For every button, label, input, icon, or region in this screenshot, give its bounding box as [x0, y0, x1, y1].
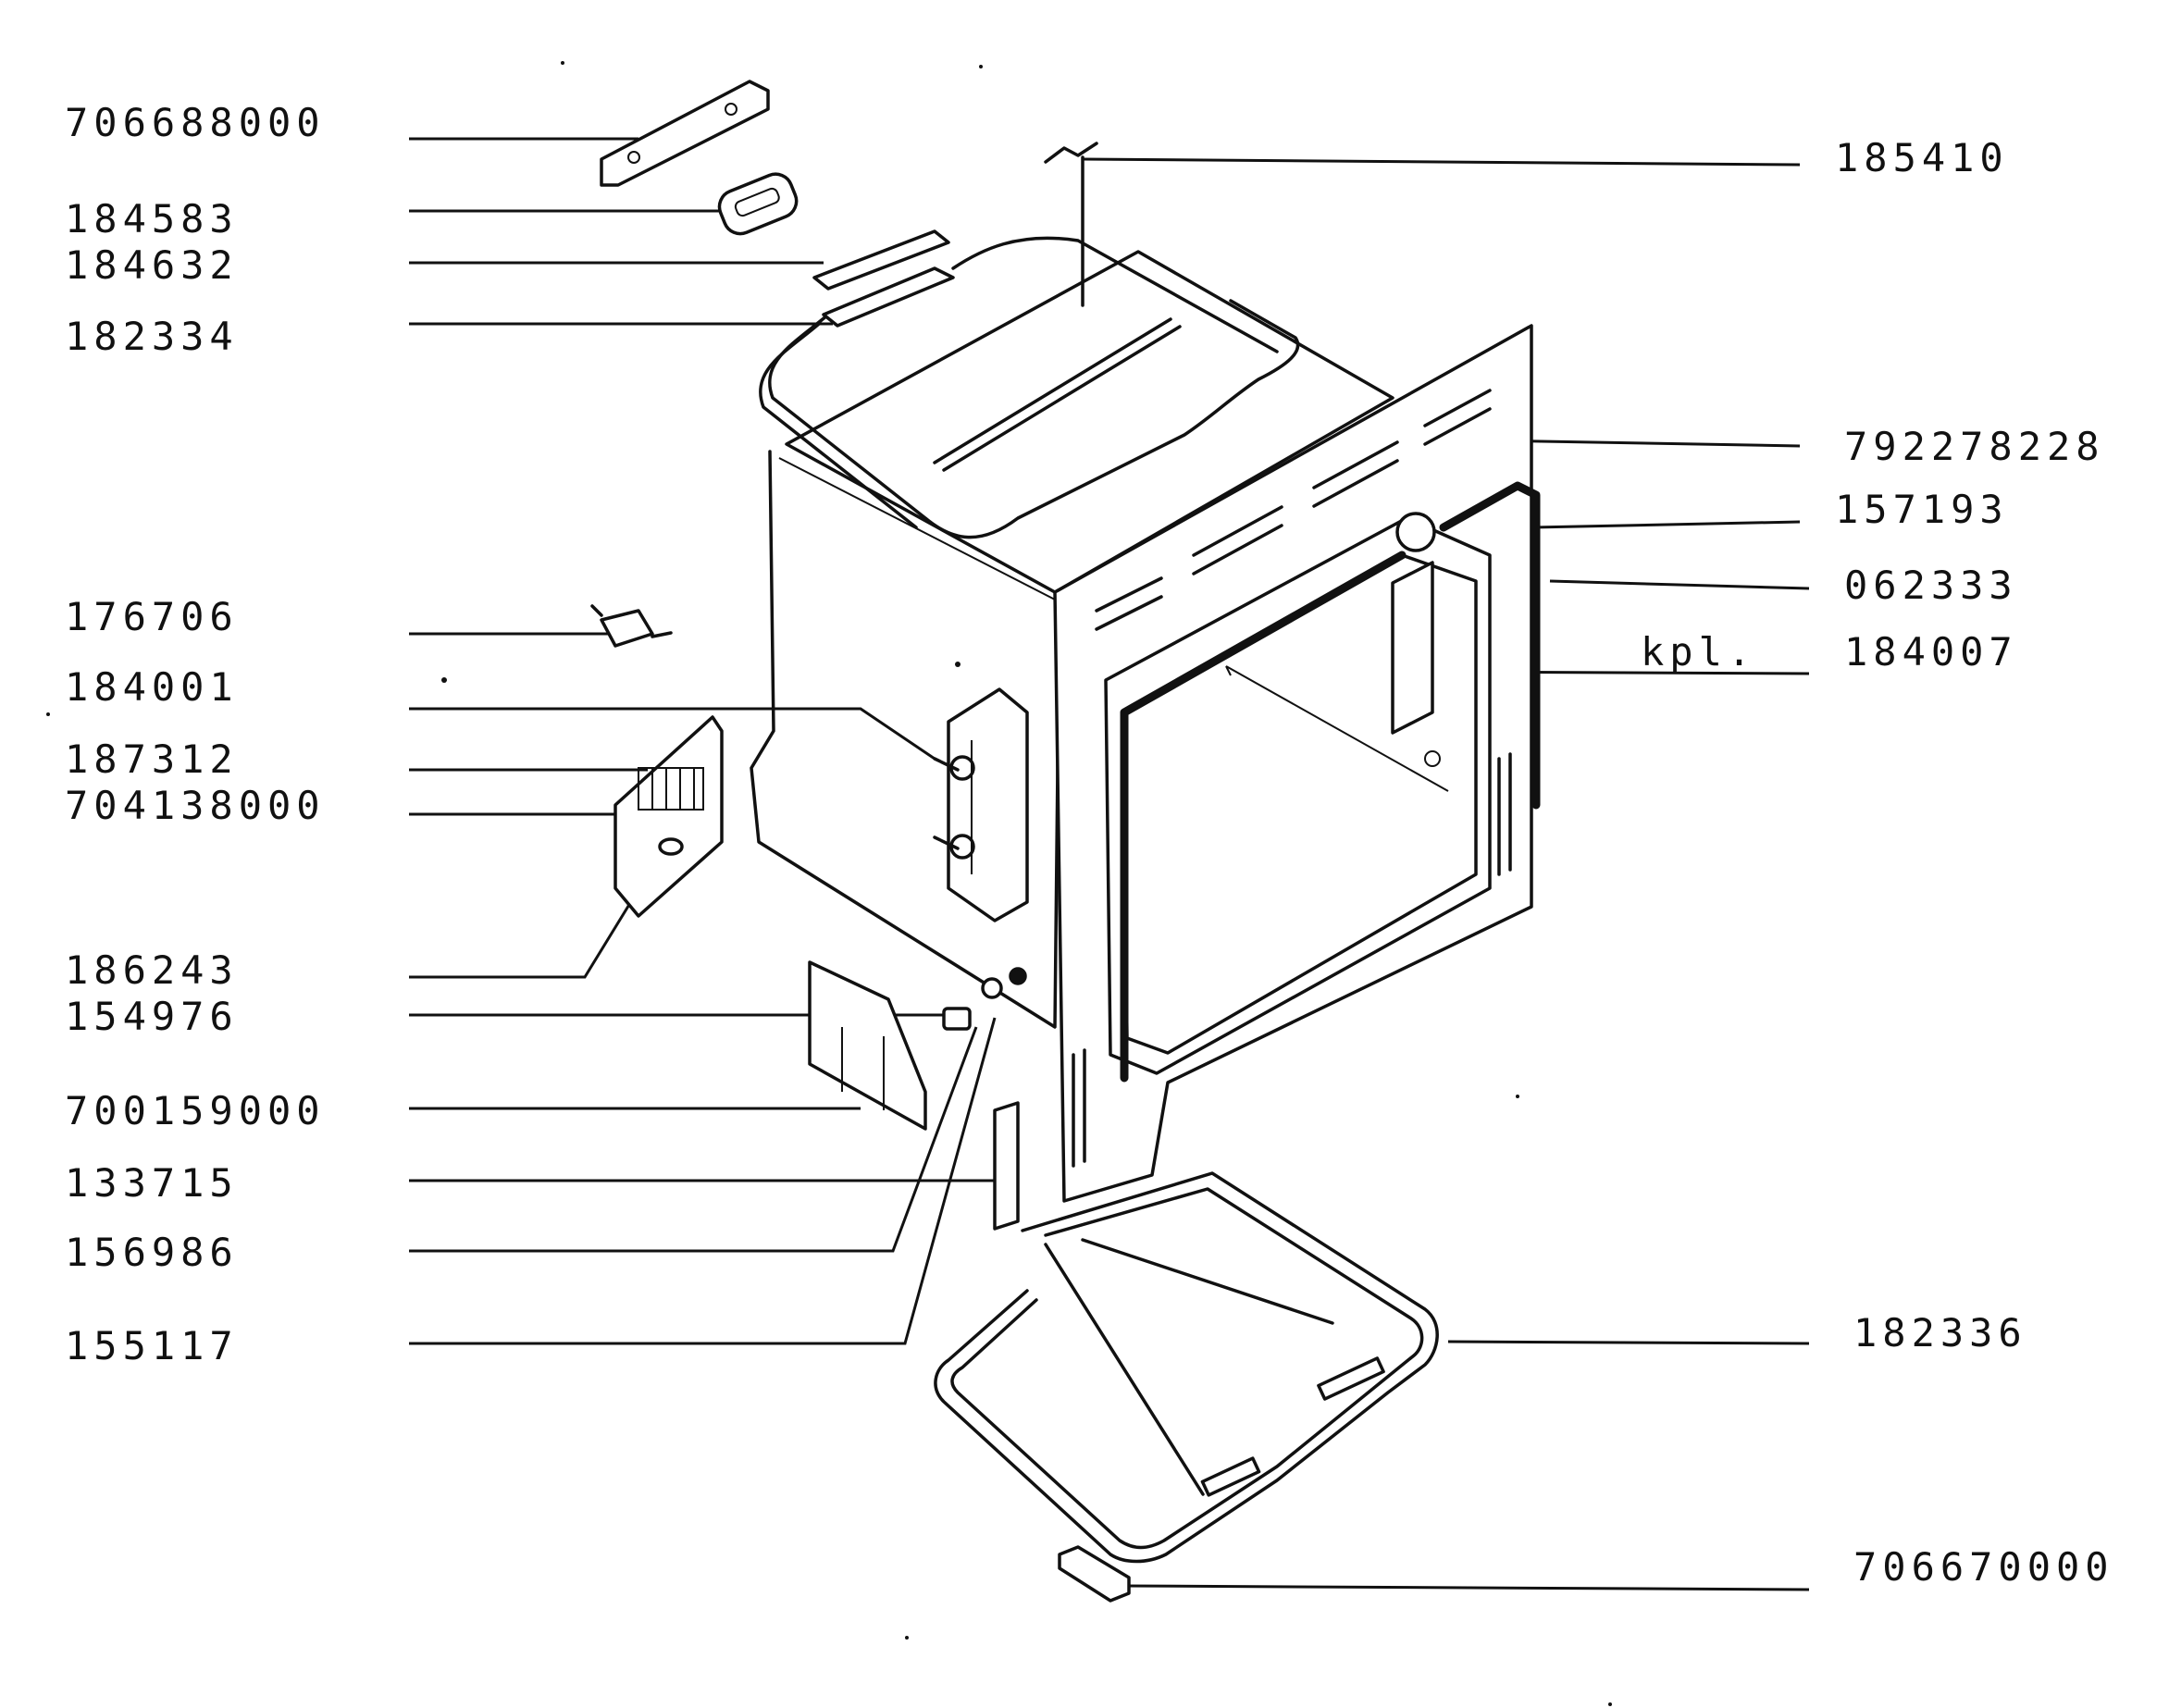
label-706670000: 706670000	[1853, 1544, 2114, 1590]
part-706670000	[1058, 1545, 1131, 1603]
lamp-157193	[1395, 512, 1436, 552]
label-187312: 187312	[65, 736, 239, 782]
top-heating-element	[759, 236, 1300, 539]
label-186243: 186243	[65, 947, 239, 993]
label-706688000: 706688000	[65, 100, 326, 145]
part-706688000	[600, 80, 770, 187]
label-157193: 157193	[1835, 487, 2009, 532]
leader-792278228	[1489, 439, 1801, 448]
leader-155117	[409, 1017, 997, 1345]
leader-156986	[409, 1026, 978, 1253]
label-184007: 184007	[1844, 629, 2018, 675]
part-176706	[590, 604, 673, 648]
label-184001: 184001	[65, 664, 239, 710]
leader-lines	[409, 137, 1810, 1591]
part-184001	[933, 687, 1029, 922]
part-184583	[717, 172, 799, 236]
label-704138000: 704138000	[65, 783, 326, 828]
label-792278228: 792278228	[1844, 424, 2105, 469]
label-184632: 184632	[65, 242, 239, 288]
oven-cavity	[750, 250, 1541, 1203]
part-185410	[1044, 142, 1098, 307]
label-700159000: 700159000	[65, 1088, 326, 1133]
label-182336: 182336	[1853, 1310, 2027, 1355]
plate-184007	[1391, 561, 1434, 735]
leader-062333	[1549, 579, 1810, 590]
label-184583: 184583	[65, 196, 239, 241]
vent-slots	[1095, 389, 1492, 631]
label-156986: 156986	[65, 1230, 239, 1275]
part-133715	[993, 1101, 1020, 1231]
part-184632	[812, 229, 955, 328]
label-182334: 182334	[65, 314, 239, 359]
leader-182336	[1447, 1340, 1810, 1345]
label-062333: 062333	[1844, 563, 2018, 608]
leader-185410	[1082, 157, 1801, 167]
leader-186243	[409, 873, 650, 979]
leader-184001	[409, 707, 936, 761]
part-700159000	[808, 960, 927, 1131]
label-176706: 176706	[65, 594, 239, 639]
bottom-heating-element	[934, 1171, 1439, 1564]
leader-706670000	[1123, 1584, 1810, 1591]
label-185410: 185410	[1835, 135, 2009, 180]
label-154976: 154976	[65, 994, 239, 1039]
part-154976	[942, 967, 1027, 1031]
label-kpl: kpl.	[1641, 629, 1757, 675]
part-704138000	[614, 715, 724, 918]
label-133715: 133715	[65, 1160, 239, 1206]
label-155117: 155117	[65, 1323, 239, 1368]
